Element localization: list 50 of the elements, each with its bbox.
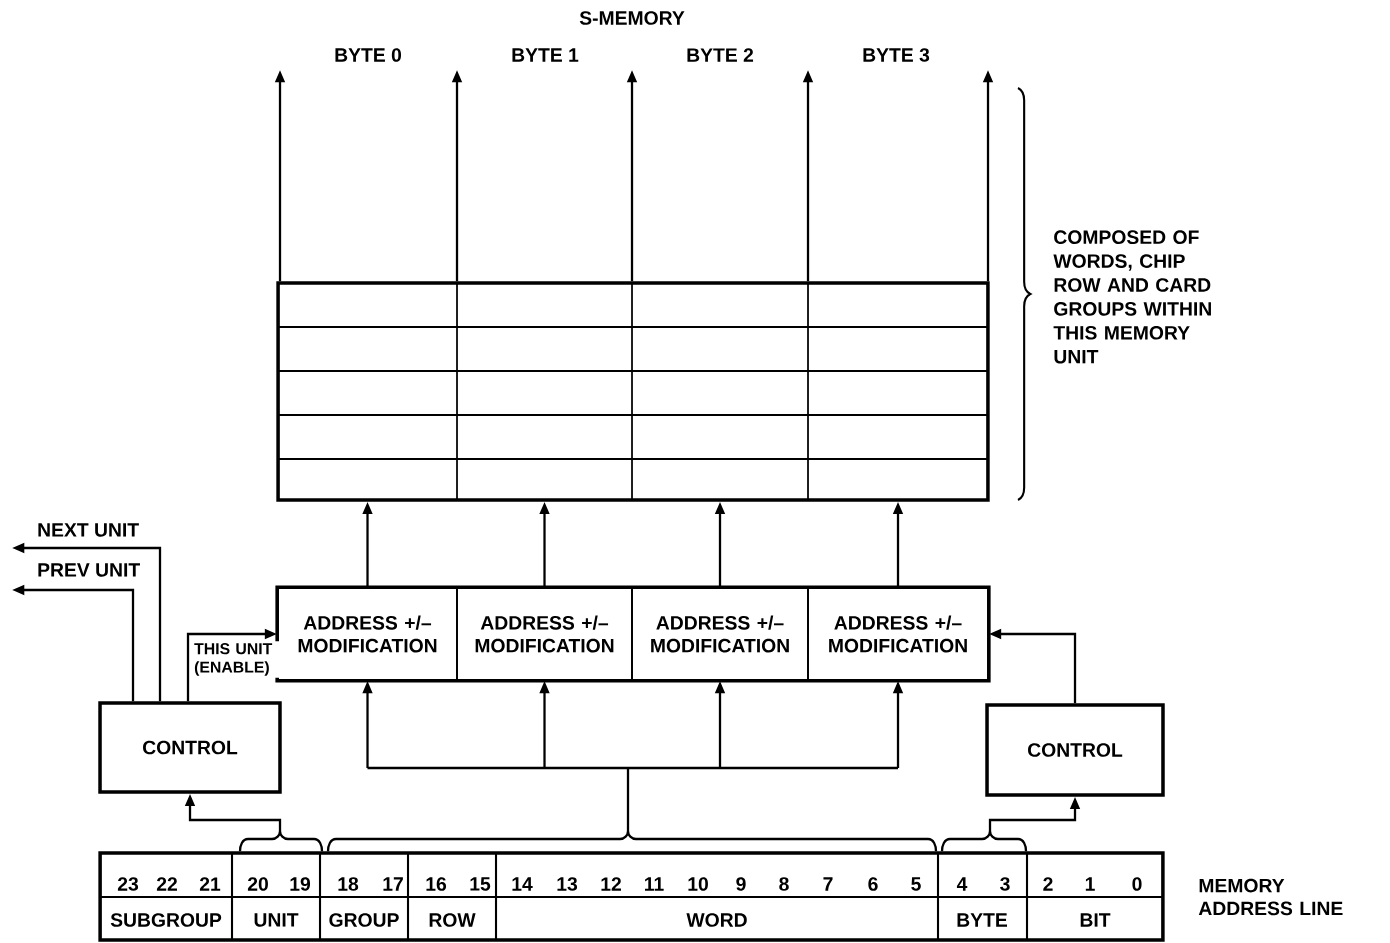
side-label: MEMORY ADDRESS LINE (1198, 878, 1343, 916)
modification-box: ADDRESS +/– MODIFICATION (456, 587, 633, 681)
bit-number: 0 (1132, 877, 1142, 891)
bit-number: 2 (1043, 877, 1053, 891)
title: S-MEMORY (579, 11, 685, 25)
bit-number: 10 (688, 877, 708, 891)
note-text: COMPOSED OF WORDS, CHIP ROW AND CARD GROUPS WITHIN THIS MEMORY UNIT (1053, 230, 1211, 364)
bus-line (326, 766, 938, 853)
field-name: WORD (686, 913, 747, 927)
column-label: BYTE 1 (512, 48, 579, 62)
modification-box: ADDRESS +/– MODIFICATION (631, 587, 809, 681)
bit-number: 1 (1085, 877, 1095, 891)
control-box: CONTROL (985, 703, 1165, 797)
edge-label: THIS UNIT (ENABLE) (192, 641, 280, 678)
bit-number: 21 (199, 877, 221, 891)
bit-number: 20 (247, 877, 268, 891)
field-name: GROUP (329, 913, 399, 927)
field-name: BIT (1080, 913, 1111, 927)
bit-number: 15 (470, 877, 491, 891)
bit-number: 9 (736, 877, 746, 891)
field-name: UNIT (254, 913, 299, 927)
column-label: BYTE 0 (335, 48, 401, 62)
bit-number: 3 (1000, 877, 1010, 891)
edge-label: PREV UNIT (35, 561, 142, 579)
bit-number: 5 (911, 877, 921, 891)
modification-box: ADDRESS +/– MODIFICATION (807, 587, 989, 681)
field-name: ROW (429, 913, 476, 927)
column-label: BYTE 3 (863, 48, 930, 62)
node-label: ADDRESS +/– MODIFICATION (298, 615, 437, 653)
bit-number: 8 (779, 877, 789, 891)
bit-number: 4 (956, 877, 968, 891)
bit-number: 16 (426, 877, 447, 891)
bit-number: 6 (868, 877, 878, 891)
field-name: SUBGROUP (110, 913, 222, 927)
bit-number: 14 (512, 877, 533, 891)
bit-number: 22 (156, 877, 177, 891)
bit-number: 13 (557, 877, 578, 891)
edge-label: NEXT UNIT (35, 521, 141, 539)
column-label: BYTE 2 (687, 48, 754, 62)
control-box: CONTROL (98, 701, 282, 794)
bit-number: 23 (117, 877, 139, 891)
bit-number: 18 (338, 877, 359, 891)
bit-number: 11 (645, 877, 664, 891)
bit-number: 17 (383, 877, 403, 891)
memory-array (276, 281, 990, 502)
field-name: BYTE (957, 913, 1007, 927)
bit-number: 19 (290, 877, 311, 891)
address-register (98, 851, 1165, 942)
bit-number: 7 (823, 877, 833, 891)
bit-number: 12 (601, 877, 621, 891)
